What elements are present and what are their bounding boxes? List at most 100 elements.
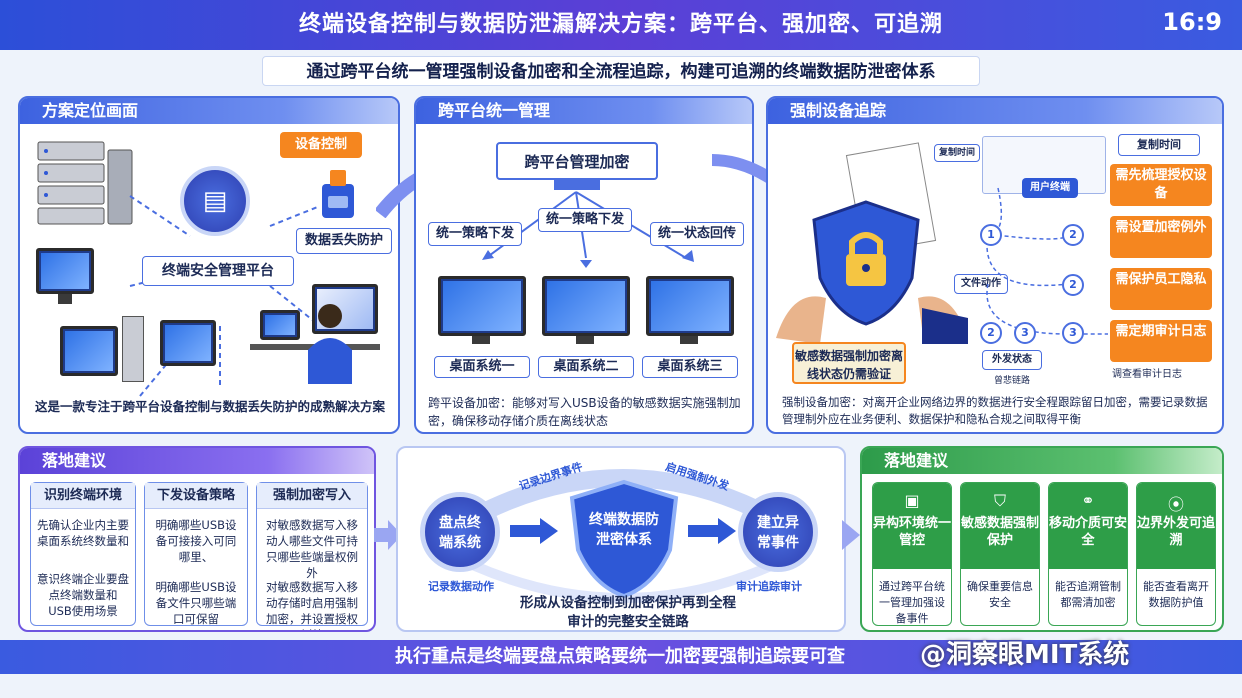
center-shield-icon [569, 479, 679, 598]
server-rack-icon [37, 141, 133, 225]
panel-positioning-caption: 这是一款专注于跨平台设备控制与数据丢失防护的成熟解决方案 [34, 399, 385, 414]
user-terminal-tag: 用户终端 [1022, 178, 1078, 198]
advice-card-2-title: 下发设备策略 [145, 483, 247, 509]
benefit-card-3: ⚭ 移动介质可安全 能否追溯管制都需清加密 [1048, 482, 1128, 626]
audit-log-label: 调查看审计日志 [1112, 369, 1182, 380]
copy-time-label: 复制时间 [1118, 134, 1200, 156]
title-bar [0, 0, 1242, 50]
policy-mid-label: 统一策略下发 [538, 208, 632, 232]
desktop-monitor-1 [438, 276, 526, 336]
advice-card-1-title: 识别终端环境 [31, 483, 135, 509]
arrow-right-icon [510, 518, 558, 544]
step-marker: 3 [1062, 322, 1084, 344]
benefit-card-2-title: 敏感数据强制保护 [961, 516, 1040, 548]
user-person-icon [308, 304, 352, 384]
advice-card-2: 下发设备策略 明确哪些USB设备可接接入可同哪里、 明确哪些USB设备文件只哪些… [144, 482, 248, 626]
page-title: 终端设备控制与数据防泄漏解决方案：跨平台、强加密、可追溯 [298, 12, 943, 37]
inventory-terminal-node: 盘点终端系统 [420, 492, 500, 572]
advice-card-3: 强制加密写入 对敏感数据写入移动人哪些文件可持只哪些些端量权例外 对敏感数据写入… [256, 482, 368, 630]
outgoing-status-tag: 外发状态 [982, 350, 1042, 370]
advice-card-1-text-1: 先确认企业内主要桌面系统终数量和 [37, 518, 129, 548]
advice-item-1: 需先梳理授权设备 [1110, 164, 1212, 206]
step-marker: 1 [980, 224, 1002, 246]
target-icon: ⦿ [1167, 495, 1184, 514]
top-box-stand [554, 180, 600, 190]
panel-benefits-title: 落地建议 [862, 448, 1222, 474]
benefit-card-3-text: 能否追溯管制都需清加密 [1055, 580, 1121, 609]
dlp-tag: 数据丢失防护 [296, 228, 392, 254]
shield-icon: ⛉ [993, 491, 1006, 510]
benefit-card-4-title: 边界外发可追溯 [1137, 516, 1216, 548]
benefit-card-2: ⛉ 敏感数据强制保护 确保重要信息安全 [960, 482, 1040, 626]
panel-security-chain: 盘点终端系统 终端数据防泄密体系 建立异常事件 记录边界事件 启用强制外发 记录… [396, 446, 846, 632]
step-marker: 2 [980, 322, 1002, 344]
advice-card-2-text-1: 明确哪些USB设备可接接入可同哪里、 [155, 518, 237, 564]
monitor-icon: ▣ [904, 491, 920, 510]
panel-tracking-title: 强制设备追踪 [768, 98, 1222, 124]
pc-monitor-middle [160, 320, 216, 366]
anomaly-event-node: 建立异常事件 [738, 492, 818, 572]
advice-card-1-text-2: 意识终端企业要盘点终端数量和USB使用场景 [37, 572, 129, 618]
center-shield-label: 终端数据防泄密体系 [589, 512, 659, 548]
pc-monitor-desk [260, 310, 300, 340]
advice-card-1: 识别终端环境 先确认企业内主要桌面系统终数量和 意识终端企业要盘点终端数量和US… [30, 482, 136, 626]
pc-monitor-bottom-left [60, 326, 118, 376]
platform-hub-icon: ▤ [180, 166, 250, 236]
advice-item-2: 需设置加密例外 [1110, 216, 1212, 258]
panel-landing-title: 落地建议 [20, 448, 374, 474]
monitor-stand [58, 294, 72, 304]
footer-bar [0, 640, 1242, 674]
benefit-card-1-title: 异构环境统一管控 [873, 516, 952, 548]
step-marker: 2 [1062, 224, 1084, 246]
panel-cross-platform-title: 跨平台统一管理 [416, 98, 752, 124]
benefit-card-4: ⦿ 边界外发可追溯 能否查看离开数据防护值 [1136, 482, 1216, 626]
status-return-label: 统一状态回传 [650, 222, 744, 246]
platform-label: 终端安全管理平台 [142, 256, 294, 286]
step-marker: 3 [1014, 322, 1036, 344]
cross-platform-encrypt-box: 跨平台管理加密 [496, 142, 658, 180]
benefit-card-4-text: 能否查看离开数据防护值 [1143, 580, 1209, 609]
watermark-text: @洞察眼MIT系统 [920, 640, 1130, 670]
pc-monitor-left [36, 248, 94, 294]
desktop-label-3: 桌面系统三 [642, 356, 738, 378]
monitor-stand [680, 336, 698, 344]
file-action-tag: 文件动作 [954, 274, 1008, 294]
panel-cross-platform-caption: 跨平设备加密：能够对写入USB设备的敏感数据实施强制加密，确保移动存储介质在离线… [428, 396, 741, 428]
panel-security-chain-caption: 形成从设备控制到加密保护再到全程审计的完整安全链路 [520, 595, 736, 630]
panel-positioning-title: 方案定位画面 [20, 98, 398, 124]
advice-card-3-title: 强制加密写入 [257, 483, 367, 509]
desktop-monitor-2 [542, 276, 630, 336]
advice-item-4: 需定期审计日志 [1110, 320, 1212, 362]
benefit-card-3-title: 移动介质可安全 [1049, 516, 1128, 548]
policy-left-label: 统一策略下发 [428, 222, 522, 246]
offline-banner: 敏感数据强制加密离线状态仍需验证 [792, 342, 906, 384]
panel-cross-platform: 跨平台统一管理 跨平台管理加密 统一策略下发 统一策略下发 统一状态回传 桌面系… [414, 96, 754, 434]
monitor-stand [472, 336, 490, 344]
panel-positioning: 方案定位画面 ▤ 设备控制 数据丢失防护 终端安全管理平台 这是一款专注于跨平台… [18, 96, 400, 434]
outgoing-sub-label: 曾悲链路 [994, 376, 1031, 386]
panel-benefits: 落地建议 ▣ 异构环境统一管控 通过跨平台统一管理加强设备事件 ⛉ 敏感数据强制保护… [860, 446, 1224, 632]
desktop-label-2: 桌面系统二 [538, 356, 634, 378]
hands-icon [776, 296, 968, 344]
benefit-card-1: ▣ 异构环境统一管控 通过跨平台统一管理加强设备事件 [872, 482, 952, 626]
pc-tower [122, 316, 144, 382]
monitor-stand [576, 336, 594, 344]
benefit-card-1-text: 通过跨平台统一管理加强设备事件 [879, 580, 945, 625]
usb-lock-icon [322, 170, 354, 218]
desktop-label-1: 桌面系统一 [434, 356, 530, 378]
bottom-left-label: 记录数据动作 [428, 580, 494, 593]
panel-landing-advice: 落地建议 识别终端环境 先确认企业内主要桌面系统终数量和 意识终端企业要盘点终端… [18, 446, 376, 632]
copy-time-tag: 复制时间 [934, 144, 980, 162]
flow-arrow-3 [374, 520, 402, 550]
advice-card-3-text-2: 对敏感数据写入移动存储时启用强制加密，并设置授权例外 [266, 580, 358, 630]
footer-summary: 执行重点是终端要盘点策略要统一加密要强制追踪要可查 [395, 646, 845, 667]
benefit-card-2-text: 确保重要信息安全 [967, 580, 1033, 609]
advice-card-3-text-1: 对敏感数据写入移动人哪些文件可持只哪些些端量权例外 [266, 518, 358, 580]
page-subtitle: 通过跨平台统一管理强制设备加密和全流程追踪，构建可追溯的终端数据防泄密体系 [262, 56, 980, 86]
device-control-tag: 设备控制 [280, 132, 362, 158]
panel-tracking-caption: 强制设备加密：对离开企业网络边界的数据进行安全程跟踪留日加密，需要记录数据管理制… [782, 395, 1208, 426]
flow-arrow-4 [842, 520, 860, 550]
link-icon: ⚭ [1081, 491, 1095, 510]
advice-card-2-text-2: 明确哪些USB设备文件只哪些端口可保留 [155, 580, 237, 626]
desktop-monitor-3 [646, 276, 734, 336]
